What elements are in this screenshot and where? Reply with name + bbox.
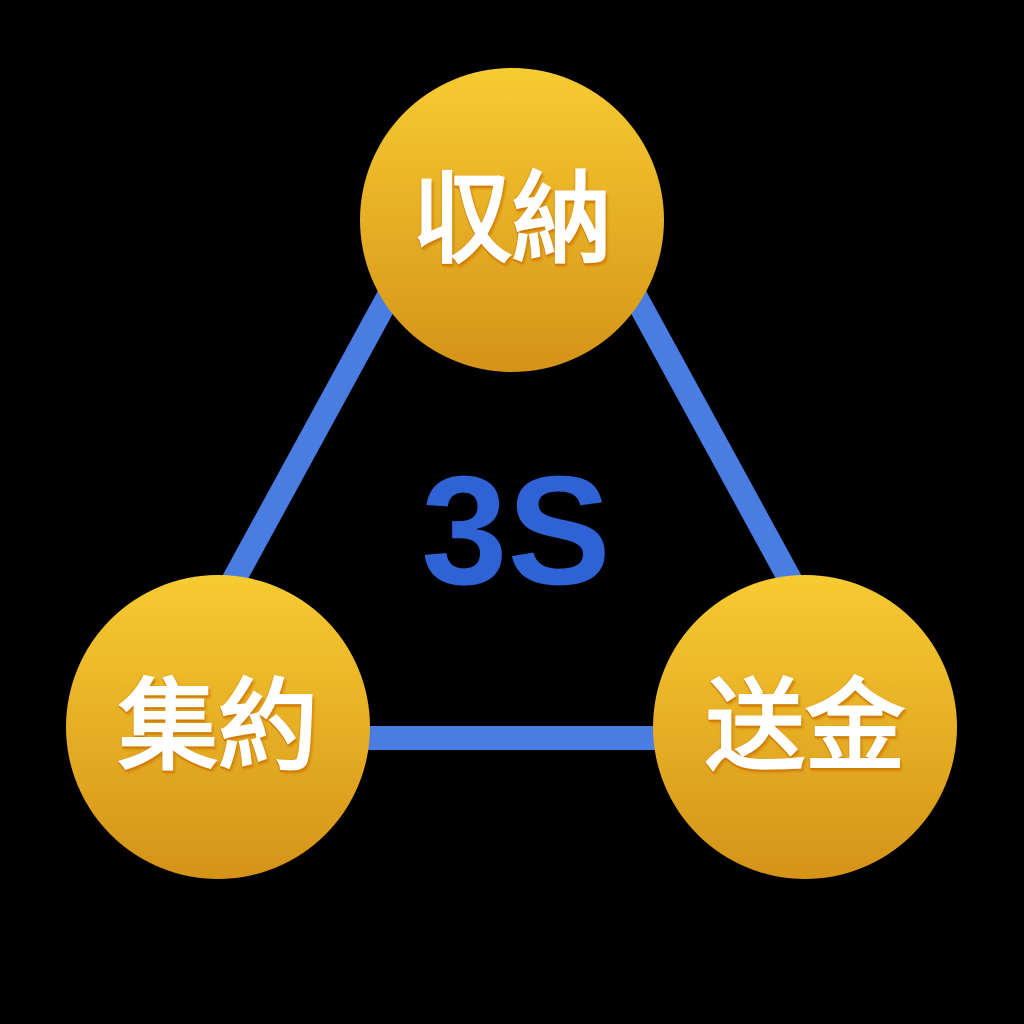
node-bottom-right-circle: 送金 [653, 575, 957, 879]
node-bottom-right-label: 送金 [705, 671, 905, 783]
node-bottom-left-circle: 集約 [66, 575, 370, 879]
center-label: 3S [421, 443, 611, 617]
node-top-circle: 収納 [360, 68, 664, 372]
node-top-label: 収納 [412, 164, 612, 276]
node-bottom-left-label: 集約 [118, 671, 318, 783]
